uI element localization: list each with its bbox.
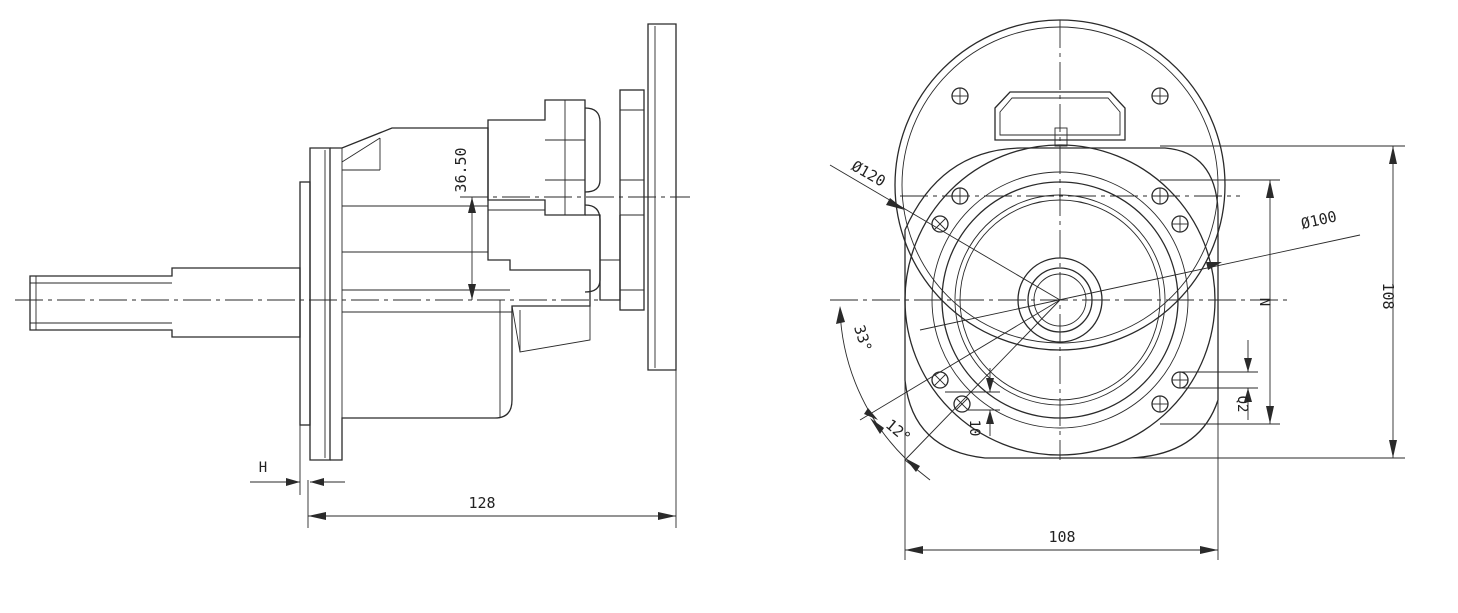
dim-offset-label: 36.50 — [452, 147, 470, 192]
dim-angle-large-label: 33° — [850, 323, 875, 354]
dim-hole-spacing-label: N — [1256, 298, 1272, 306]
bolt-hole — [953, 395, 971, 413]
bolt-hole — [1171, 215, 1189, 233]
bolt-hole — [1151, 187, 1169, 205]
bolt-hole — [1171, 371, 1189, 389]
dim-height-label: 108 — [1379, 282, 1397, 309]
dim-width-label: 108 — [1048, 528, 1075, 546]
dim-flange-thickness-label: H — [259, 460, 267, 476]
upper-boss — [994, 91, 1126, 141]
mount-plate — [299, 181, 311, 426]
bolt-hole — [1151, 87, 1169, 105]
bolt-hole — [931, 215, 949, 233]
front-view: Ø120 Ø100 108 108 N Q2 — [829, 19, 1405, 560]
dim-hole-size-label: Q2 — [1234, 396, 1250, 413]
dim-dia120-leader — [829, 164, 1061, 301]
dim-overall-length-label: 128 — [468, 494, 495, 512]
housing-upper — [330, 127, 591, 300]
input-shaft — [29, 267, 301, 338]
dim-dia100-leader — [919, 234, 1361, 331]
main-flange — [309, 147, 331, 461]
dim-angle-small-label: 12° — [882, 416, 914, 447]
output-hub — [487, 99, 586, 216]
dim-angle-large-arc — [839, 309, 906, 459]
dim-hole-offset-label: 10 — [966, 420, 982, 437]
output-coupling — [619, 89, 645, 311]
dim-outer-diameter-label: Ø120 — [848, 157, 888, 191]
bolt-hole — [1151, 395, 1169, 413]
dim-pitch-diameter-label: Ø100 — [1299, 207, 1338, 233]
bolt-hole — [931, 371, 949, 389]
side-view: 128 H 36.50 — [15, 23, 690, 528]
bolt-hole — [951, 87, 969, 105]
housing-lower — [330, 300, 591, 461]
bolt-hole — [951, 187, 969, 205]
